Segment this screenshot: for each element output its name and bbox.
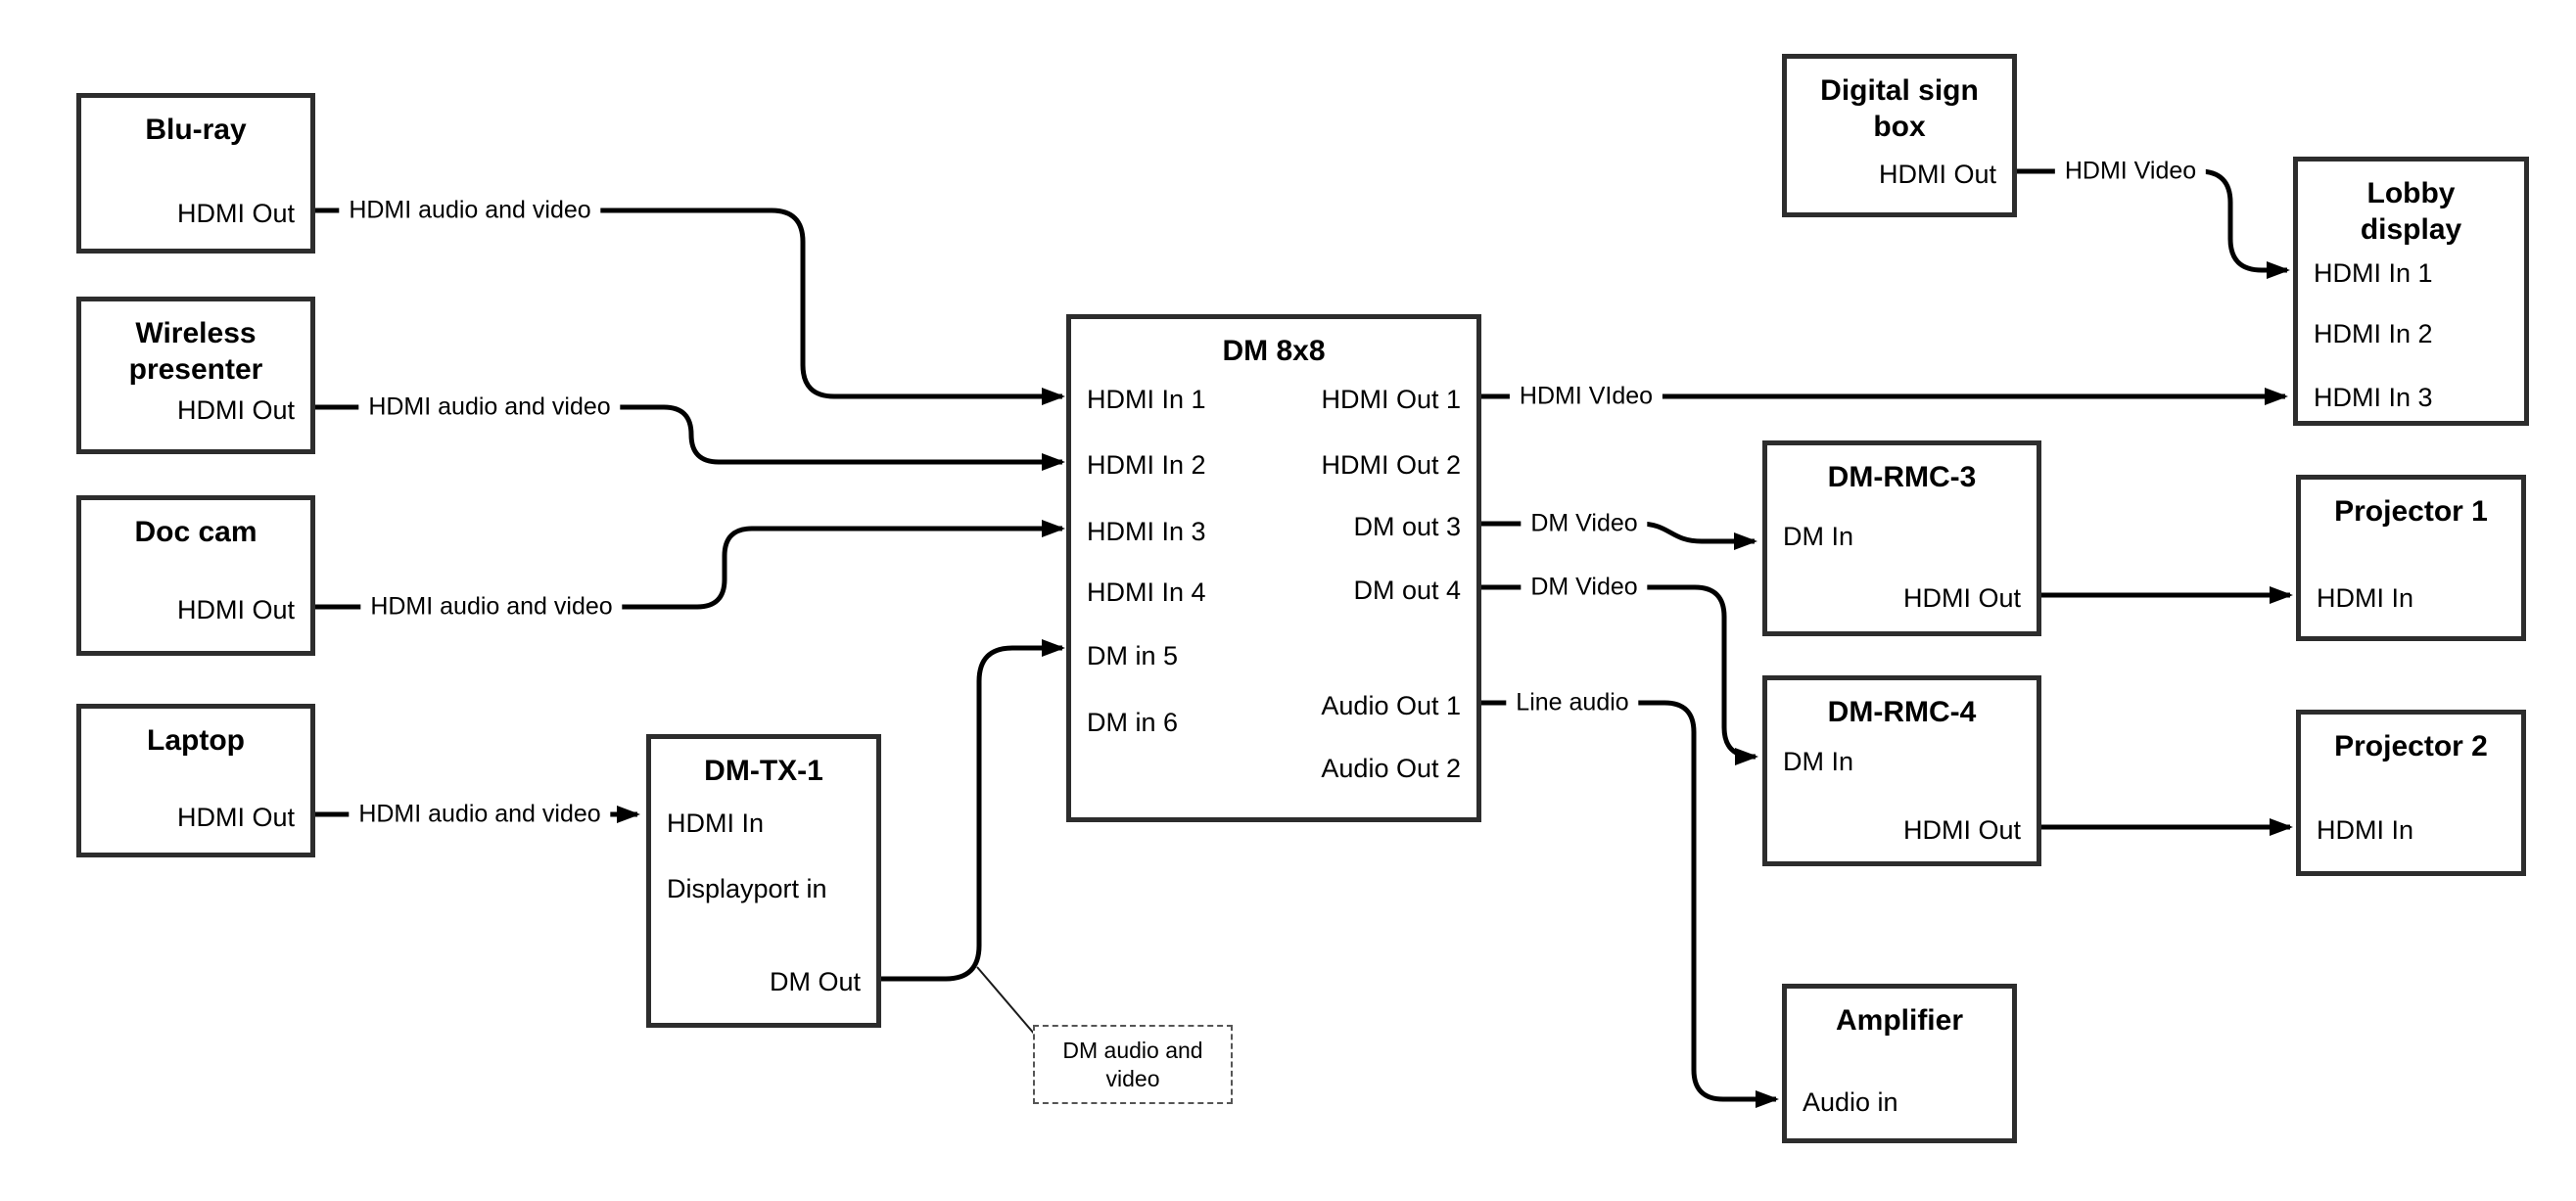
port-projector-1-hdmi-in: HDMI In <box>2317 583 2414 613</box>
node-lobby-display-title: Lobby display <box>2360 177 2462 246</box>
node-amplifier-title: Amplifier <box>1835 1004 1964 1037</box>
node-digital-sign-box-title: Digital sign box <box>1820 74 1979 143</box>
edge-presenter-to-hdmi-in-2 <box>315 404 1065 471</box>
node-dm-rmc-3-title: DM-RMC-3 <box>1827 461 1977 493</box>
callout-leader-line <box>976 966 1036 1036</box>
edge-dm-out-4-to-rmc-4 <box>1481 584 1758 765</box>
port-doc-cam-hdmi-out: HDMI Out <box>176 595 295 624</box>
edge-hdmi-out-1-to-lobby-label: HDMI VIdeo <box>1509 381 1663 411</box>
port-digital-sign-box-hdmi-out: HDMI Out <box>1878 160 1996 189</box>
port-dm-8x8-audio-out-1: Audio Out 1 <box>1321 691 1461 720</box>
port-dm-8x8-hdmi-out-2: HDMI Out 2 <box>1321 450 1461 480</box>
port-dm-8x8-hdmi-in-2: HDMI In 2 <box>1087 450 1206 480</box>
port-dm-rmc-3-hdmi-out: HDMI Out <box>1902 583 2021 613</box>
port-dm-rmc-3-dm-in: DM In <box>1783 522 1854 551</box>
port-dm-8x8-hdmi-in-1: HDMI In 1 <box>1087 385 1206 414</box>
node-projector-1-title: Projector 1 <box>2334 495 2488 528</box>
port-dm-tx-1-dm-out: DM Out <box>769 967 861 996</box>
port-wireless-presenter-hdmi-out: HDMI Out <box>176 395 295 425</box>
port-projector-2-hdmi-in: HDMI In <box>2317 815 2414 845</box>
port-lobby-display-hdmi-in-3: HDMI In 3 <box>2314 383 2433 412</box>
port-dm-8x8-dm-out-3: DM out 3 <box>1353 512 1461 541</box>
node-doc-cam-title: Doc cam <box>134 516 258 548</box>
node-dm-rmc-4-title: DM-RMC-4 <box>1827 696 1977 728</box>
edge-doccam-to-hdmi-in-3-label: HDMI audio and video <box>360 591 623 622</box>
port-dm-8x8-dm-in-6: DM in 6 <box>1087 708 1179 737</box>
port-dm-tx-1-displayport-in: Displayport in <box>667 874 827 903</box>
port-laptop-hdmi-out: HDMI Out <box>176 803 295 832</box>
edge-bluray-to-hdmi-in-1-label: HDMI audio and video <box>339 195 601 225</box>
callout-dm-audio-and-video: DM audio and video <box>1033 1025 1233 1104</box>
port-lobby-display-hdmi-in-1: HDMI In 1 <box>2314 258 2433 288</box>
edge-audio-out-1-to-amplifier-label: Line audio <box>1506 687 1639 717</box>
port-dm-rmc-4-dm-in: DM In <box>1783 747 1854 776</box>
node-blu-ray-title: Blu-ray <box>145 114 247 146</box>
node-dm-rmc-4: DM-RMC-4 DM In HDMI Out <box>1762 675 2041 866</box>
port-dm-rmc-4-hdmi-out: HDMI Out <box>1902 815 2021 845</box>
port-dm-8x8-hdmi-in-4: HDMI In 4 <box>1087 577 1206 607</box>
node-laptop-title: Laptop <box>147 724 245 757</box>
node-dm-8x8-title: DM 8x8 <box>1222 335 1326 367</box>
node-dm-rmc-3: DM-RMC-3 DM In HDMI Out <box>1762 440 2041 636</box>
port-blu-ray-hdmi-out: HDMI Out <box>176 199 295 228</box>
edge-audio-out-1-to-amplifier <box>1481 700 1779 1108</box>
edge-dm-out-4-to-rmc-4-label: DM Video <box>1521 572 1648 602</box>
edge-doccam-to-hdmi-in-3 <box>315 520 1065 610</box>
edge-presenter-to-hdmi-in-2-label: HDMI audio and video <box>358 392 621 422</box>
port-dm-8x8-dm-out-4: DM out 4 <box>1353 576 1461 605</box>
edge-laptop-to-dm-tx-1-label: HDMI audio and video <box>349 799 611 829</box>
edge-digital-sign-to-lobby-label: HDMI Video <box>2054 156 2207 186</box>
port-dm-8x8-hdmi-in-3: HDMI In 3 <box>1087 517 1206 546</box>
port-dm-8x8-hdmi-out-1: HDMI Out 1 <box>1321 385 1461 414</box>
port-dm-tx-1-hdmi-in: HDMI In <box>667 808 765 838</box>
port-amplifier-audio-in: Audio in <box>1803 1087 1898 1117</box>
edge-digital-sign-to-lobby <box>2017 168 2290 279</box>
edge-dm-out-3-to-rmc-3-label: DM Video <box>1521 508 1648 538</box>
edge-bluray-to-hdmi-in-1 <box>315 208 1065 405</box>
node-projector-1: Projector 1 HDMI In <box>2296 475 2526 641</box>
node-wireless-presenter-title: Wireless presenter <box>128 317 263 386</box>
port-dm-8x8-dm-in-5: DM in 5 <box>1087 641 1179 670</box>
node-dm-tx-1-title: DM-TX-1 <box>704 755 823 787</box>
node-projector-2-title: Projector 2 <box>2334 730 2488 762</box>
port-lobby-display-hdmi-in-2: HDMI In 2 <box>2314 319 2433 348</box>
edge-dm-tx-1-to-dm-in-5 <box>881 639 1065 982</box>
node-projector-2: Projector 2 HDMI In <box>2296 710 2526 876</box>
port-dm-8x8-audio-out-2: Audio Out 2 <box>1321 754 1461 783</box>
